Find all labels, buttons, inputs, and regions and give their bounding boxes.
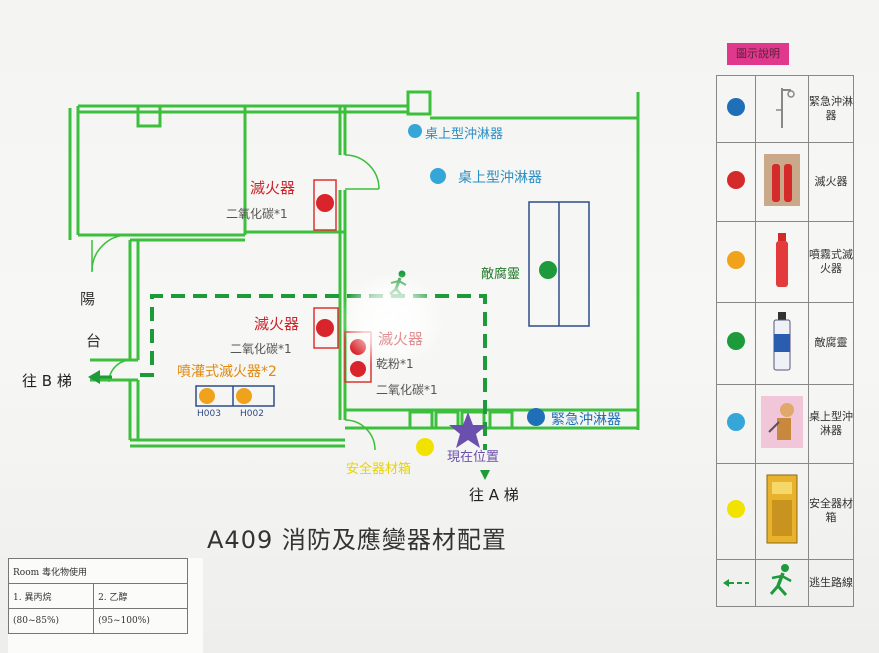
arrow-icon [88, 370, 112, 384]
walls [68, 90, 640, 448]
note-header: Room 毒化物使用 [8, 558, 188, 584]
extinguisher-label-3: 滅火器 [378, 330, 424, 348]
legend: 緊急沖淋器 滅火器 [716, 75, 854, 608]
spray-extinguisher-icon [776, 233, 788, 287]
dashed-arrow-icon [723, 579, 749, 588]
neutralizer-label: 敵腐靈 [481, 267, 521, 282]
fire-extinguisher-icon [764, 153, 800, 206]
legend-text: 安全器材箱 [808, 462, 854, 560]
note-item-2-name: 2. 乙醇 [93, 583, 188, 609]
extinguisher-dot-1 [316, 194, 334, 212]
fume-hood [528, 201, 590, 327]
legend-title: 圖示說明 [727, 43, 789, 65]
spray-extinguisher-dot-1 [199, 388, 215, 404]
legend-dot [727, 97, 745, 116]
cabinet-h002-label: H002 [240, 409, 264, 419]
legend-dot [727, 500, 745, 519]
desk-shower-label-1: 桌上型沖淋器 [425, 127, 504, 142]
spray-extinguisher-dot-2 [236, 388, 252, 404]
legend-row: 緊急沖淋器 [716, 75, 854, 143]
balcony-label-2: 台 [86, 332, 102, 350]
legend-row: 逃生路線 [716, 558, 854, 608]
extinguisher-dot-2 [316, 319, 334, 337]
powder-label: 乾粉*1 [376, 357, 414, 371]
safety-kit-label: 安全器材箱 [346, 462, 412, 477]
legend-row: 滅火器 [716, 141, 854, 222]
star-icon [449, 412, 487, 448]
legend-row: 敵腐靈 [716, 302, 854, 385]
safety-kit-icon [766, 474, 798, 544]
legend-dot [727, 412, 745, 431]
emergency-shower-label: 緊急沖淋器 [551, 412, 621, 428]
door-swings [91, 154, 380, 451]
evacuation-route [140, 294, 487, 450]
note-item-1-range: (80~85%) [7, 608, 95, 634]
light-glare [340, 272, 444, 368]
current-position-label: 現在位置 [447, 450, 500, 465]
cabinet-h003-label: H003 [197, 409, 221, 419]
storage-cabinet [195, 385, 275, 407]
legend-row: 桌上型沖淋器 [716, 383, 854, 464]
legend-dot [727, 170, 745, 189]
legend-text: 敵腐靈 [808, 302, 854, 385]
note-item-2-range: (95~100%) [93, 608, 188, 634]
note-item-1-name: 1. 異丙烷 [7, 583, 95, 609]
desk-shower-icon [761, 395, 803, 448]
desk-shower-dot-2 [430, 168, 446, 184]
balcony-label-1: 陽 [80, 290, 96, 308]
emergency-shower-icon [776, 87, 795, 128]
extinguisher-label-2: 滅火器 [254, 315, 300, 333]
legend-text: 噴霧式滅火器 [808, 220, 854, 304]
extinguisher-cabinet-1 [313, 179, 337, 231]
safety-kit-dot [416, 438, 434, 456]
extinguisher-cabinet-2 [313, 307, 339, 349]
extinguisher-dot-4 [350, 361, 366, 377]
to-a-stair-label: 往 A 梯 [469, 486, 519, 504]
spray-extinguisher-label: 噴灌式滅火器*2 [177, 364, 277, 380]
to-b-stair-label: 往 B 梯 [22, 372, 72, 390]
desk-shower-label-2: 桌上型沖淋器 [458, 170, 542, 186]
legend-row: 安全器材箱 [716, 462, 854, 560]
co2-label-2: 二氧化碳*1 [230, 342, 292, 356]
legend-text: 滅火器 [808, 141, 854, 222]
legend-dot [727, 251, 745, 269]
legend-text: 緊急沖淋器 [808, 75, 854, 143]
co2-label-3: 二氧化碳*1 [376, 383, 438, 397]
legend-text: 桌上型沖淋器 [808, 383, 854, 464]
arrow-down-icon [480, 470, 490, 480]
emergency-shower-dot [527, 408, 545, 426]
legend-text: 逃生路線 [808, 558, 854, 608]
legend-row: 噴霧式滅火器 [716, 220, 854, 304]
desk-shower-dot-1 [408, 124, 422, 138]
co2-label-1: 二氧化碳*1 [226, 207, 288, 221]
neutralizer-bottle-icon [773, 312, 791, 371]
neutralizer-dot [539, 261, 557, 279]
extinguisher-label-1: 滅火器 [250, 179, 296, 197]
legend-dot [727, 332, 745, 351]
toxic-chemical-note: Room 毒化物使用 1. 異丙烷 2. 乙醇 (80~85%) (95~100… [7, 558, 203, 653]
plan-title: A409 消防及應變器材配置 [207, 526, 507, 554]
running-man-icon [769, 563, 792, 596]
